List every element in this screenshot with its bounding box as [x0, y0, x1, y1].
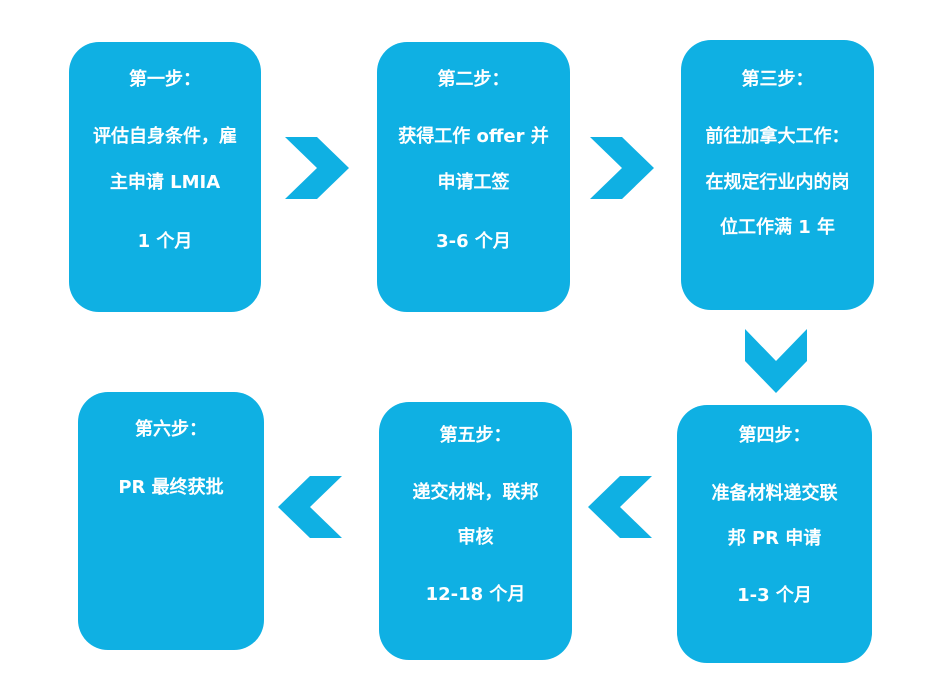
step-2-title: 第二步： [437, 69, 510, 90]
step-2-line-2: 申请工签 [437, 172, 510, 193]
step-2-box: 第二步： 获得工作 offer 并 申请工签 3-6 个月 [377, 42, 570, 312]
step-4-line-2: 邦 PR 申请 [727, 528, 822, 549]
step-4-title: 第四步： [738, 425, 811, 446]
step-4-box: 第四步： 准备材料递交联 邦 PR 申请 1-3 个月 [677, 405, 872, 663]
step-6-line-1: PR 最终获批 [118, 477, 224, 498]
step-5-line-1: 递交材料，联邦 [412, 482, 539, 503]
arrow-left-icon [588, 476, 652, 538]
arrow-right-icon [285, 137, 349, 199]
step-4-line-3: 1-3 个月 [737, 585, 812, 606]
step-3-title: 第三步： [741, 69, 814, 90]
step-5-line-2: 审核 [457, 527, 494, 548]
step-5-title: 第五步： [439, 425, 512, 446]
step-2-line-1: 获得工作 offer 并 [398, 126, 549, 147]
step-6-box: 第六步： PR 最终获批 [78, 392, 264, 650]
step-1-box: 第一步： 评估自身条件，雇 主申请 LMIA 1 个月 [69, 42, 261, 312]
step-2-line-3: 3-6 个月 [436, 231, 511, 252]
arrow-down-icon [745, 329, 807, 393]
arrow-right-icon [590, 137, 654, 199]
step-6-title: 第六步： [135, 419, 207, 440]
step-3-line-3: 位工作满 1 年 [719, 217, 836, 238]
step-3-box: 第三步： 前往加拿大工作： 在规定行业内的岗 位工作满 1 年 [681, 40, 874, 310]
step-4-line-1: 准备材料递交联 [711, 483, 838, 504]
step-3-line-1: 前往加拿大工作： [705, 126, 850, 147]
step-1-line-2: 主申请 LMIA [109, 172, 221, 193]
step-5-line-3: 12-18 个月 [425, 584, 526, 605]
step-1-line-3: 1 个月 [137, 231, 193, 252]
step-3-line-2: 在规定行业内的岗 [705, 172, 850, 193]
step-5-box: 第五步： 递交材料，联邦 审核 12-18 个月 [379, 402, 572, 660]
step-1-line-1: 评估自身条件，雇 [93, 126, 237, 147]
arrow-left-icon [278, 476, 342, 538]
step-1-title: 第一步： [129, 69, 201, 90]
